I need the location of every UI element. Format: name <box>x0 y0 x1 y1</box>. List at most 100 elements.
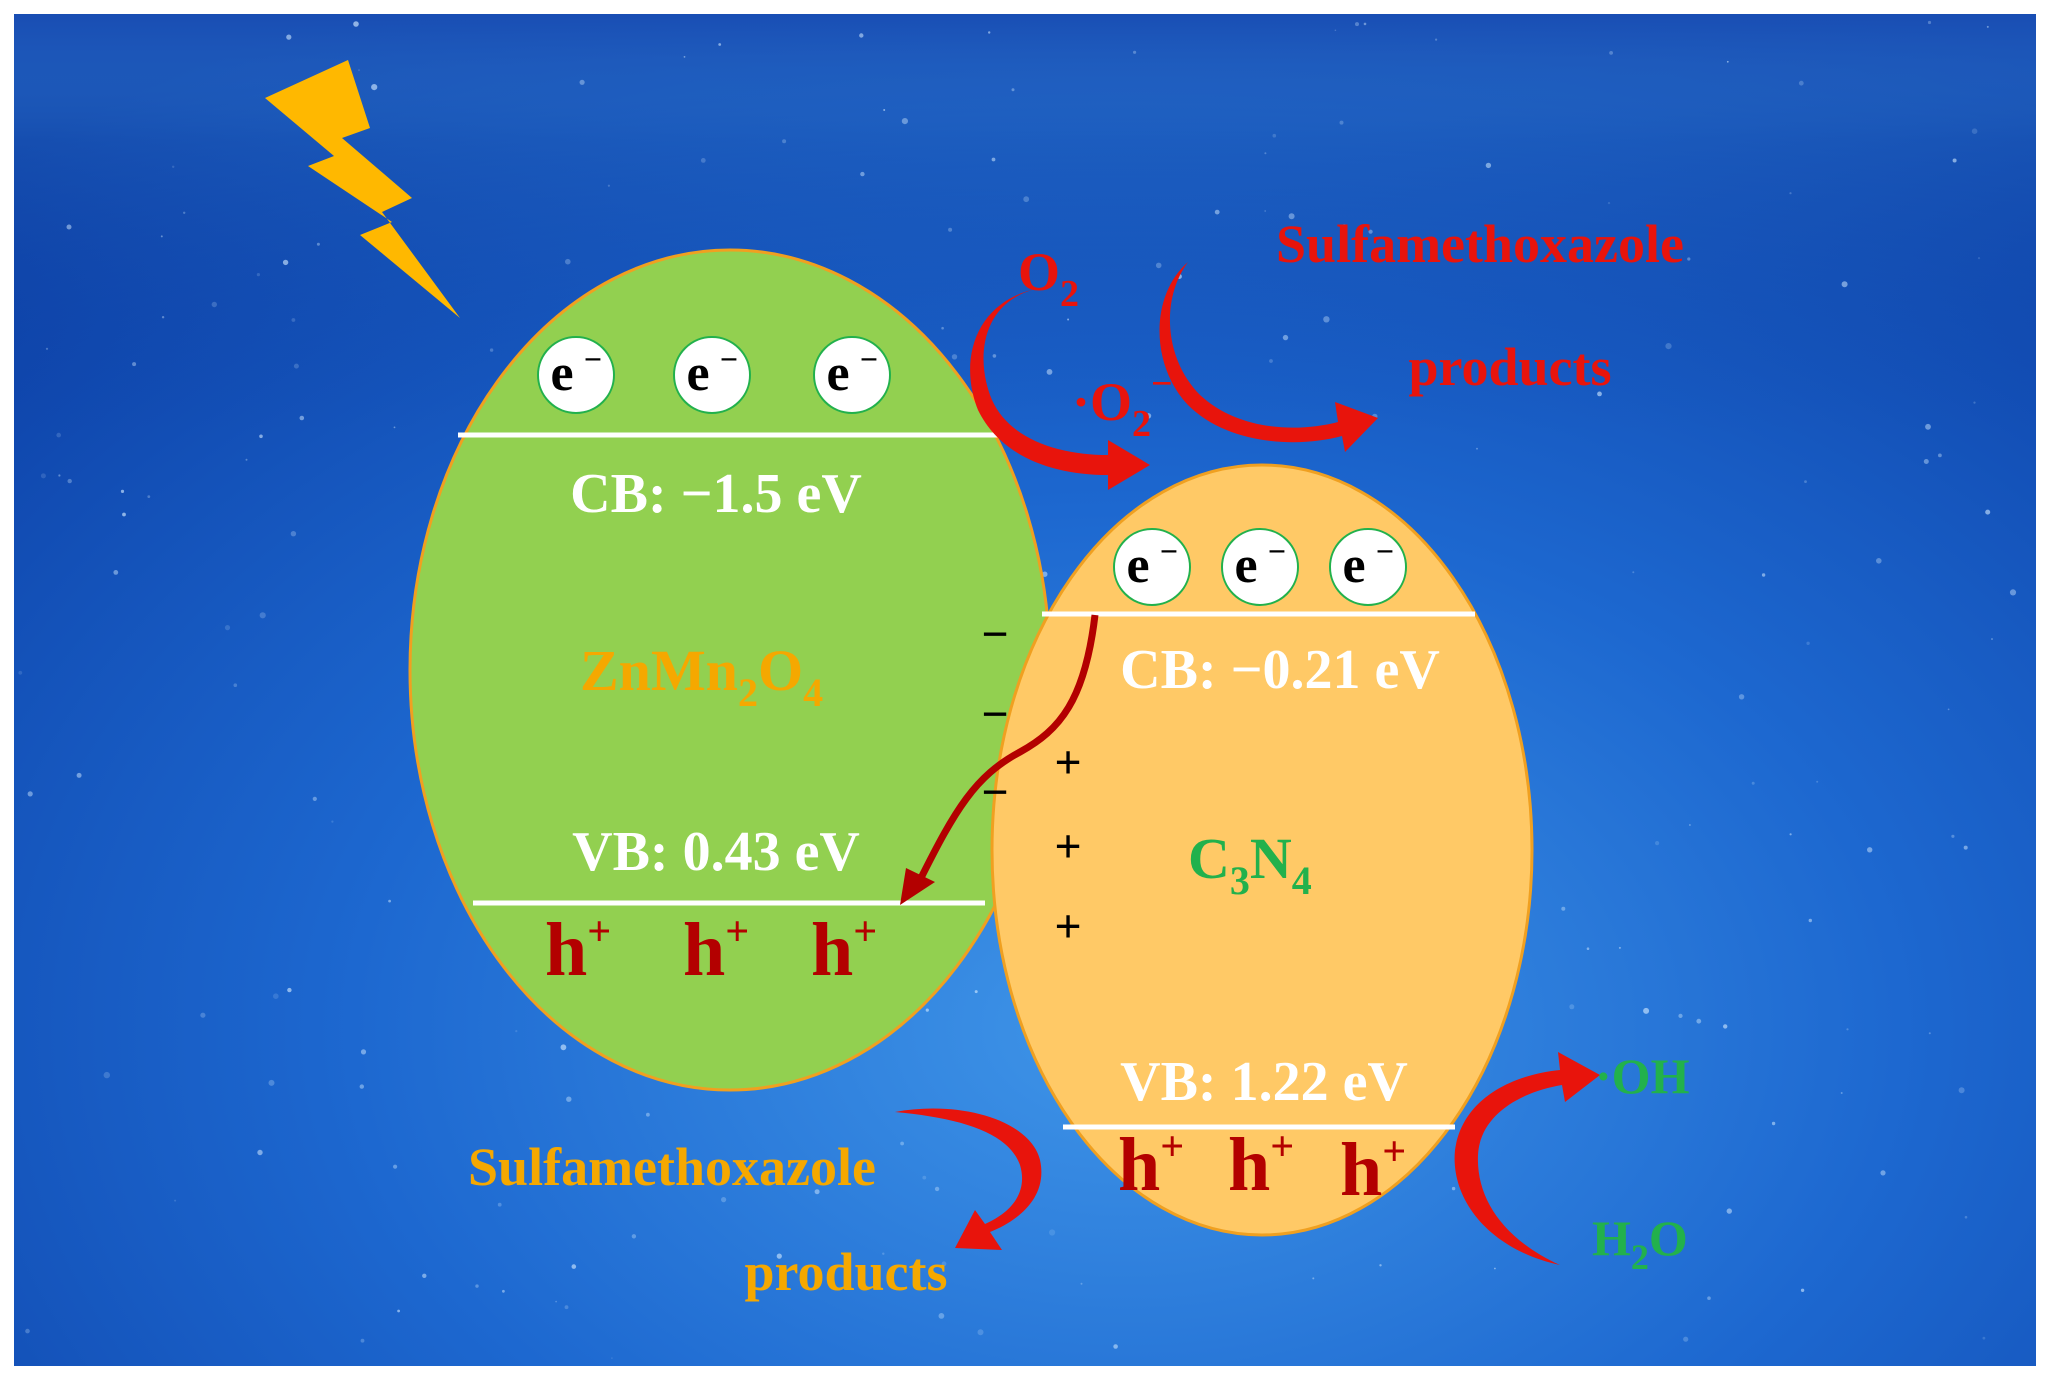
bottom-pollutant-label: Sulfamethoxazole <box>468 1137 876 1197</box>
bubble <box>1435 38 1438 41</box>
bubble <box>256 273 260 277</box>
bubble <box>1655 841 1660 846</box>
bubble <box>2009 589 2017 596</box>
bubble <box>1133 50 1137 54</box>
svg-text:e: e <box>686 345 709 402</box>
bubble <box>1687 257 1691 261</box>
bubble <box>113 570 119 575</box>
electron-circle-icon: e − <box>1221 528 1299 606</box>
svg-text:+: + <box>1054 736 1081 789</box>
bubble <box>1023 196 1030 203</box>
bubble <box>312 796 317 802</box>
bubble <box>1155 262 1162 269</box>
bubble <box>67 478 72 484</box>
bubble <box>607 184 611 187</box>
bubble <box>1771 1121 1776 1126</box>
bubble <box>200 1012 206 1018</box>
bubble <box>172 165 175 168</box>
bubble <box>992 354 997 358</box>
bubble <box>782 139 787 144</box>
bubble <box>1042 571 1048 577</box>
bubble <box>1816 780 1819 783</box>
bubble <box>1947 708 1950 711</box>
bubble <box>76 772 82 778</box>
bubble <box>571 1264 577 1269</box>
bubble <box>40 473 46 479</box>
bubble <box>1925 423 1931 430</box>
bubble <box>1991 638 1993 640</box>
bubble <box>393 1164 398 1169</box>
bubble <box>18 670 23 675</box>
bubble <box>502 1289 505 1293</box>
bubble <box>579 79 585 85</box>
svg-text:−: − <box>1268 533 1286 569</box>
bubble <box>1643 1007 1650 1014</box>
bubble <box>1963 845 1968 850</box>
bubble <box>1618 946 1621 949</box>
bubble <box>358 69 360 72</box>
bubble <box>1761 573 1766 577</box>
bubble <box>718 43 722 46</box>
bubble <box>951 354 958 360</box>
bubble <box>1491 233 1495 236</box>
bubble <box>977 1329 984 1336</box>
interface-negative-charges: − − − <box>981 608 1008 819</box>
top-products-label: products <box>1408 337 1611 397</box>
bubble <box>1451 1186 1456 1191</box>
bubble <box>1586 947 1590 950</box>
bubble <box>122 512 126 517</box>
electron-transfer-arrow <box>916 614 1099 882</box>
bubble <box>174 1199 177 1202</box>
znmn2o4-vb-label: VB: 0.43 eV <box>572 821 860 883</box>
bubble <box>1607 201 1611 205</box>
bubble <box>1726 1208 1733 1214</box>
bubble <box>316 242 320 246</box>
bubble <box>814 1189 820 1195</box>
bubble <box>1046 369 1053 375</box>
bubble <box>56 432 61 438</box>
svg-text:−: − <box>720 341 738 377</box>
bubble <box>1609 51 1613 55</box>
bubble <box>566 1096 572 1102</box>
svg-text:−: − <box>1160 533 1178 569</box>
bubble <box>515 1030 518 1033</box>
c3n4-electrons: e − e − e − <box>1113 528 1407 606</box>
bubble <box>1973 401 1976 404</box>
bubble <box>1846 1028 1849 1031</box>
bubble <box>120 489 125 493</box>
c3n4-particle <box>990 463 1534 1237</box>
hole: h+ <box>683 908 749 992</box>
bubble <box>1806 641 1810 645</box>
bubble <box>1334 29 1337 32</box>
bubble <box>1971 128 1978 134</box>
electron-circle-icon: e − <box>813 336 891 414</box>
bubble <box>103 1071 111 1079</box>
bubble <box>860 171 865 177</box>
bubble <box>273 993 279 999</box>
bubble <box>1985 509 1991 515</box>
svg-text:e: e <box>1342 537 1365 594</box>
electron-circle-icon: e − <box>1329 528 1407 606</box>
curved-arrow-icon <box>1159 262 1378 452</box>
bubble <box>268 1079 275 1086</box>
znmn2o4-cb-label: CB: −1.5 eV <box>570 463 862 525</box>
bubble <box>1952 158 1957 163</box>
curved-arrow-icon <box>970 288 1150 490</box>
curved-arrow-icon <box>895 1108 1042 1250</box>
bubble <box>1683 1336 1689 1342</box>
hole: h+ <box>811 908 877 992</box>
bubble <box>859 33 864 38</box>
bubble <box>27 791 33 797</box>
c3n4-cb-label: CB: −0.21 eV <box>1120 639 1440 701</box>
bubble <box>560 1044 567 1051</box>
svg-text:−: − <box>860 341 878 377</box>
bubble <box>925 1008 929 1012</box>
bubble <box>1264 152 1267 155</box>
hole: h+ <box>545 908 611 992</box>
bubble <box>1927 20 1932 25</box>
bubble <box>1597 391 1602 397</box>
bubble <box>1665 343 1672 350</box>
znmn2o4-label: ZnMn2O4 <box>580 638 823 715</box>
bubble <box>776 1253 782 1259</box>
